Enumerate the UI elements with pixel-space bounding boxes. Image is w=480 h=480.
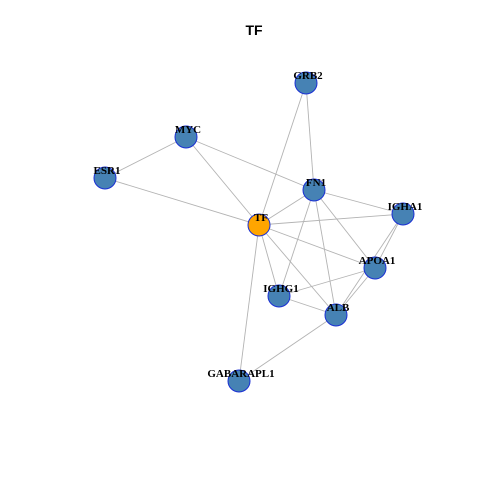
edge-grb2-fn1 bbox=[305, 82, 315, 191]
edge-tf-gabarapl1 bbox=[238, 224, 260, 382]
node-label-igha1: IGHA1 bbox=[388, 201, 423, 213]
node-fn1 bbox=[302, 178, 326, 202]
edge-myc-tf bbox=[185, 136, 260, 226]
node-label-apoa1: APOA1 bbox=[359, 255, 396, 267]
edge-tf-ighg1 bbox=[258, 224, 280, 297]
node-apoa1 bbox=[363, 256, 387, 280]
node-label-fn1: FN1 bbox=[306, 177, 326, 189]
edge-tf-alb bbox=[258, 224, 337, 316]
node-label-esr1: ESR1 bbox=[94, 165, 121, 177]
node-label-alb: ALB bbox=[327, 302, 350, 314]
node-esr1 bbox=[93, 166, 117, 190]
edge-myc-fn1 bbox=[185, 136, 315, 191]
node-label-gabarapl1: GABARAPL1 bbox=[207, 368, 274, 380]
edge-tf-igha1 bbox=[258, 213, 404, 226]
node-label-myc: MYC bbox=[175, 124, 201, 136]
node-ighg1 bbox=[267, 284, 291, 308]
diagram-title: TF bbox=[245, 22, 263, 38]
edge-alb-gabarapl1 bbox=[238, 314, 337, 382]
node-label-tf: TF bbox=[254, 212, 268, 224]
node-tf bbox=[247, 213, 271, 237]
edge-fn1-ighg1 bbox=[278, 189, 315, 297]
edge-fn1-alb bbox=[313, 189, 337, 316]
node-label-ighg1: IGHG1 bbox=[263, 283, 298, 295]
edge-esr1-tf bbox=[104, 177, 260, 226]
node-myc bbox=[174, 125, 198, 149]
edge-tf-apoa1 bbox=[258, 224, 376, 269]
node-label-grb2: GRB2 bbox=[293, 70, 323, 82]
node-grb2 bbox=[294, 71, 318, 95]
edge-apoa1-ighg1 bbox=[278, 267, 376, 297]
edge-fn1-apoa1 bbox=[313, 189, 376, 269]
nodes-layer bbox=[93, 71, 415, 393]
edge-grb2-tf bbox=[258, 82, 307, 226]
node-igha1 bbox=[391, 202, 415, 226]
node-alb bbox=[324, 303, 348, 327]
node-gabarapl1 bbox=[227, 369, 251, 393]
edge-fn1-igha1 bbox=[313, 189, 404, 215]
edge-myc-esr1 bbox=[104, 136, 187, 179]
